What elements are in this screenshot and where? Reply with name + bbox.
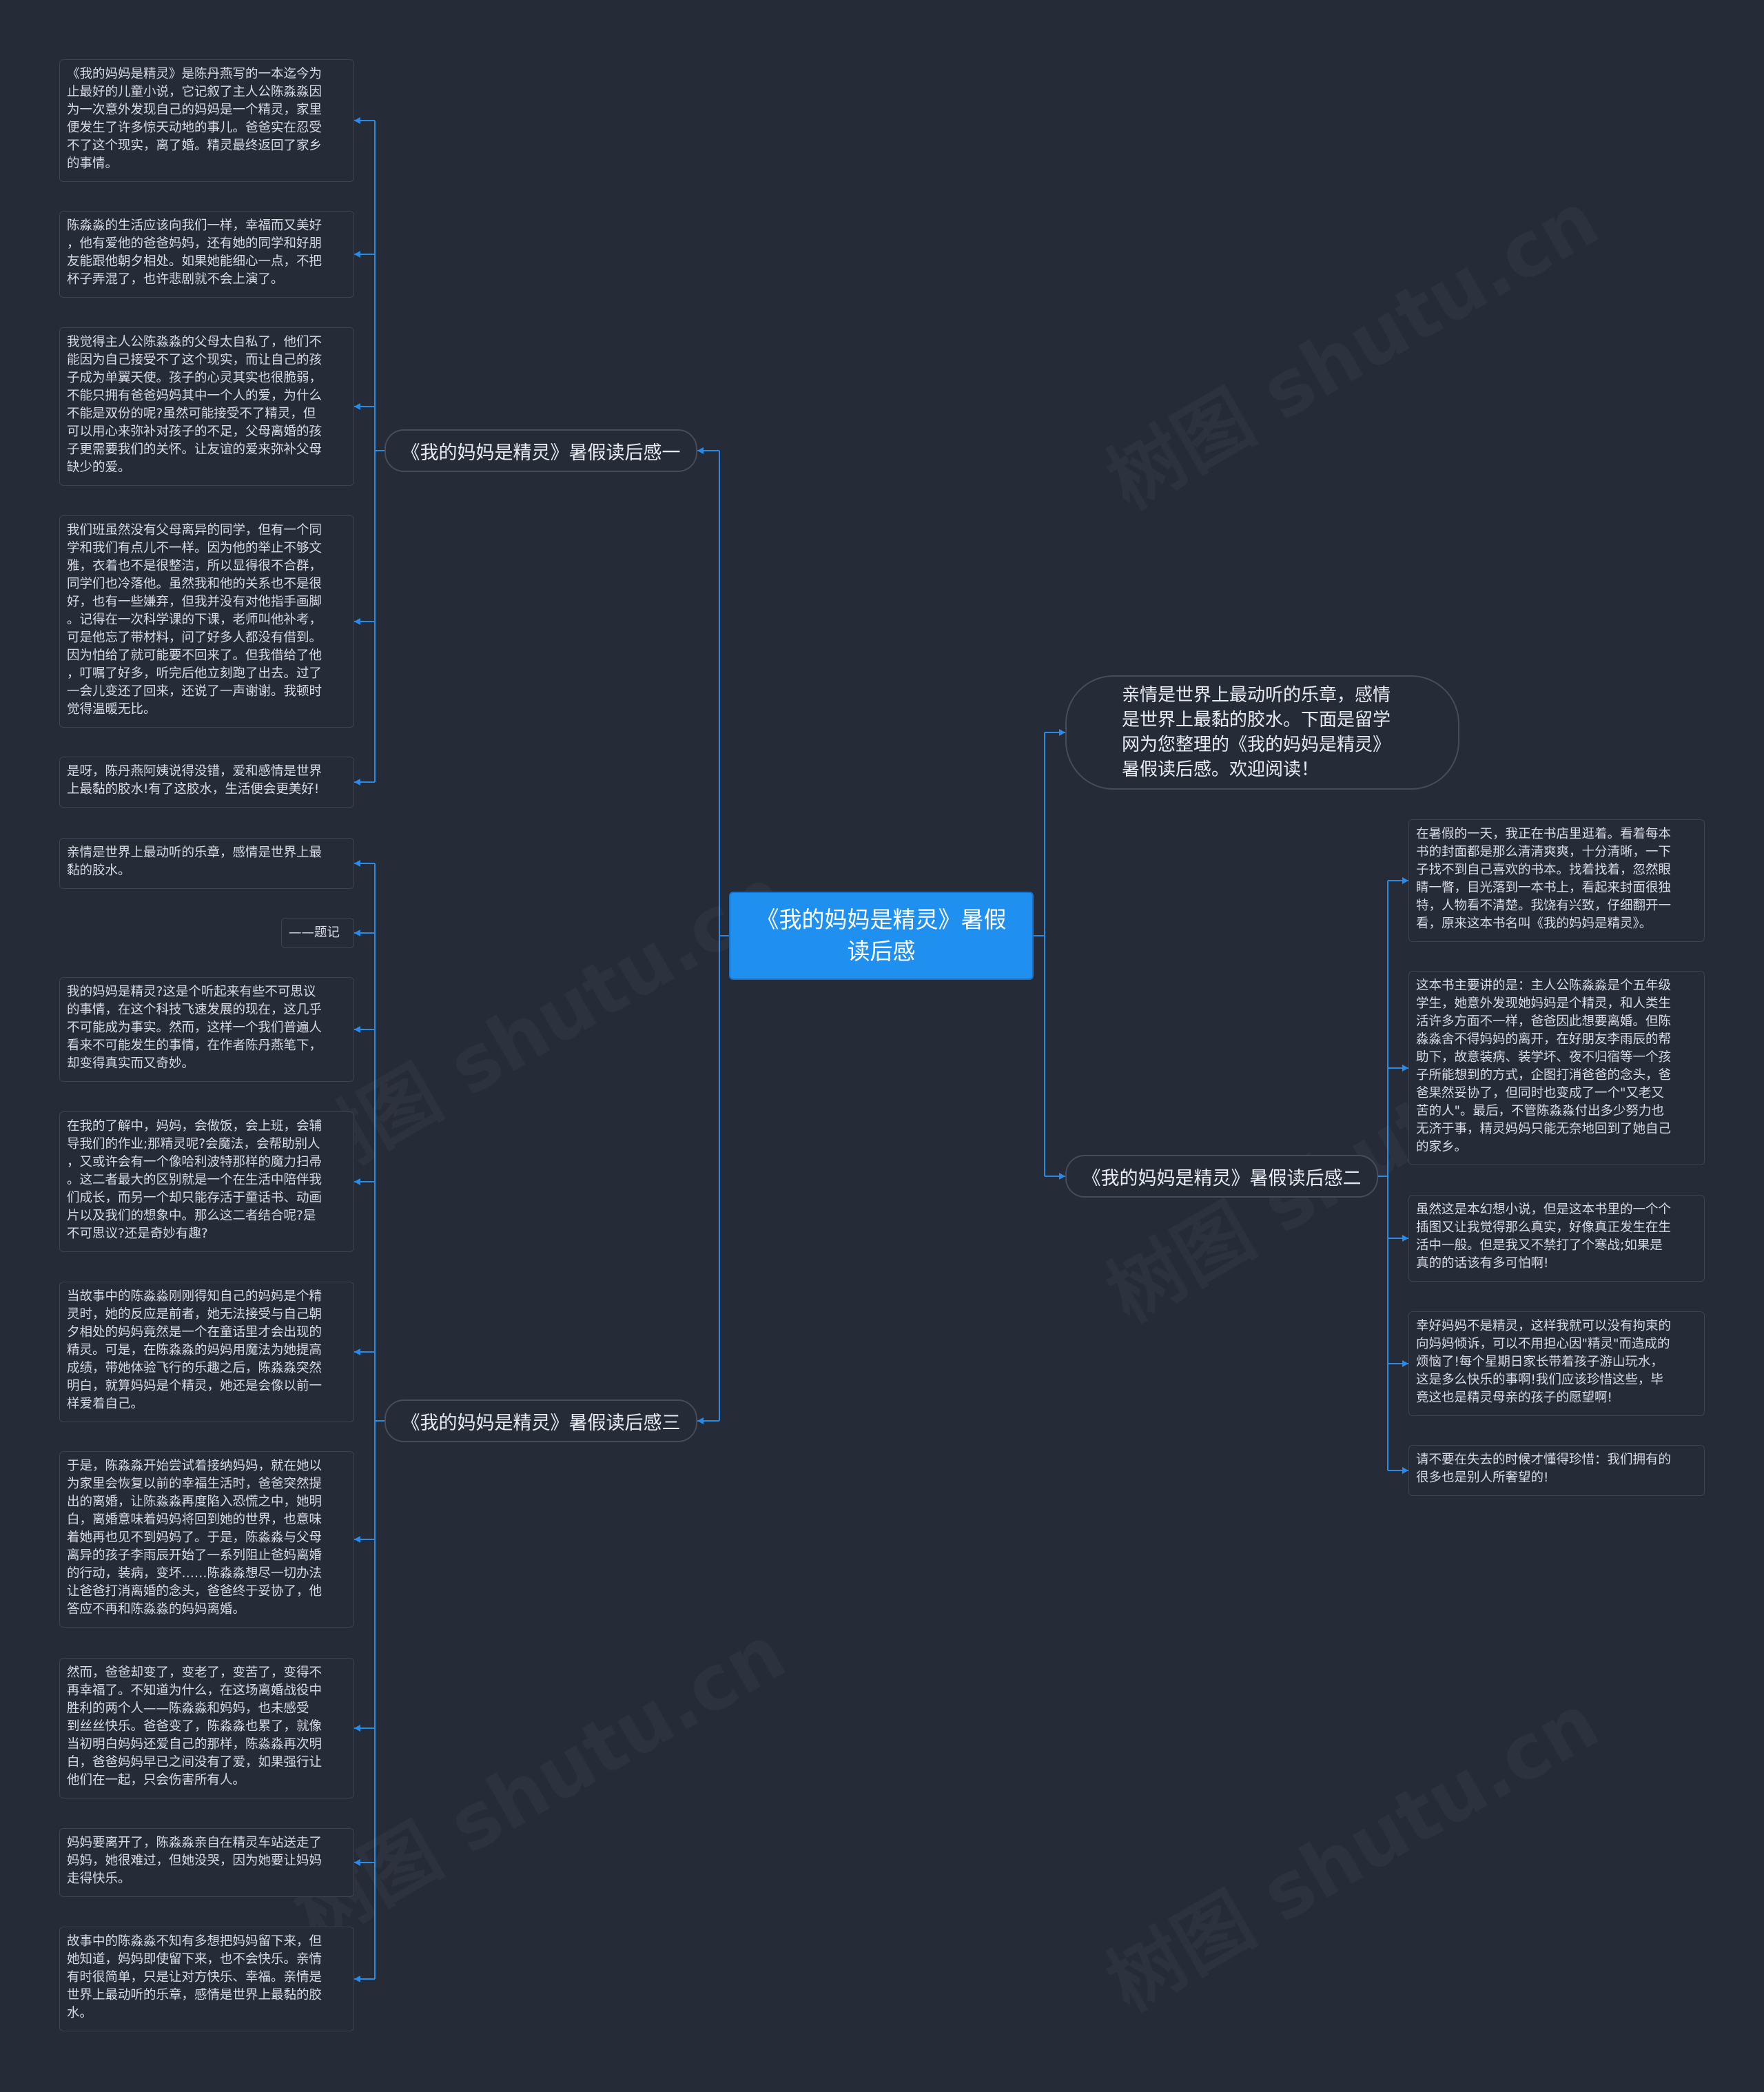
leaf-2-1[interactable]: 在暑假的一天，我正在书店里逛着。看着每本 书的封面都是那么清清爽爽，十分清晰，一… xyxy=(1408,819,1705,942)
connector-arrow xyxy=(354,618,360,625)
connector-arrow xyxy=(354,930,360,936)
leaf-3-7[interactable]: 然而，爸爸却变了，变老了，变苦了，变得不 再幸福了。不知道为什么，在这场离婚战役… xyxy=(59,1658,354,1798)
branch-node-2[interactable]: 《我的妈妈是精灵》暑假读后感二 xyxy=(1065,1155,1378,1198)
connector-arrow xyxy=(1402,877,1408,884)
connector-arrow xyxy=(354,1026,360,1033)
leaf-1-2[interactable]: 陈淼淼的生活应该向我们一样，幸福而又美好 ，他有爱他的爸爸妈妈，还有她的同学和好… xyxy=(59,211,354,298)
connector-arrow xyxy=(354,1725,360,1732)
connector-arrow xyxy=(1402,1235,1408,1242)
connector-arrow xyxy=(1059,1173,1065,1180)
connector-arrow xyxy=(1402,1360,1408,1367)
leaf-2-2[interactable]: 这本书主要讲的是：主人公陈淼淼是个五年级 学生，她意外发现她妈妈是个精灵，和人类… xyxy=(1408,971,1705,1165)
connector-arrow xyxy=(1402,1467,1408,1474)
leaf-2-3[interactable]: 虽然这是本幻想小说，但是这本书里的一个个 插图又让我觉得那么真实，好像真正发生在… xyxy=(1408,1195,1705,1282)
leaf-1-1[interactable]: 《我的妈妈是精灵》是陈丹燕写的一本迄今为 止最好的儿童小说，它记叙了主人公陈淼淼… xyxy=(59,59,354,182)
connector-arrow xyxy=(354,1178,360,1185)
leaf-1-4[interactable]: 我们班虽然没有父母离异的同学，但有一个同 学和我们有点儿不一样。因为他的举止不够… xyxy=(59,515,354,728)
connector-arrow xyxy=(354,1348,360,1355)
leaf-2-4[interactable]: 幸好妈妈不是精灵，这样我就可以没有拘束的 向妈妈倾诉，可以不用担心因"精灵"而造… xyxy=(1408,1311,1705,1416)
connector-arrow xyxy=(1059,729,1065,736)
root-topic[interactable]: 《我的妈妈是精灵》暑假 读后感 xyxy=(729,892,1034,980)
connector-arrow xyxy=(697,447,704,454)
connector-arrow xyxy=(354,403,360,410)
leaf-3-1[interactable]: 亲情是世界上最动听的乐章，感情是世界上最 黏的胶水。 xyxy=(59,838,354,889)
leaf-3-2[interactable]: ——题记 xyxy=(281,918,354,948)
connector-arrow xyxy=(354,860,360,867)
leaf-3-5[interactable]: 当故事中的陈淼淼刚刚得知自己的妈妈是个精 灵时，她的反应是前者，她无法接受与自己… xyxy=(59,1282,354,1422)
leaf-3-8[interactable]: 妈妈要离开了，陈淼淼亲自在精灵车站送走了 妈妈，她很难过，但她没哭，因为她要让妈… xyxy=(59,1828,354,1897)
leaf-3-9[interactable]: 故事中的陈淼淼不知有多想把妈妈留下来，但 她知道，妈妈即使留下来，也不会快乐。亲… xyxy=(59,1927,354,2031)
connector-arrow xyxy=(697,1417,704,1424)
connector-arrow xyxy=(354,1536,360,1543)
connector-arrow xyxy=(354,1976,360,1982)
leaf-1-5[interactable]: 是呀，陈丹燕阿姨说得没错，爱和感情是世界 上最黏的胶水!有了这胶水，生活便会更美… xyxy=(59,757,354,808)
connector-arrow xyxy=(354,251,360,258)
branch-node-3[interactable]: 《我的妈妈是精灵》暑假读后感三 xyxy=(384,1399,697,1442)
connector-arrow xyxy=(1402,1065,1408,1071)
branch-node-1[interactable]: 《我的妈妈是精灵》暑假读后感一 xyxy=(384,429,697,472)
intro-node[interactable]: 亲情是世界上最动听的乐章，感情 是世界上最黏的胶水。下面是留学 网为您整理的《我… xyxy=(1065,675,1459,790)
connector-arrow xyxy=(354,1859,360,1866)
connector-arrow xyxy=(354,117,360,124)
leaf-3-3[interactable]: 我的妈妈是精灵?这是个听起来有些不可思议 的事情，在这个科技飞速发展的现在，这几… xyxy=(59,977,354,1082)
leaf-1-3[interactable]: 我觉得主人公陈淼淼的父母太自私了，他们不 能因为自己接受不了这个现实，而让自己的… xyxy=(59,327,354,486)
connector-arrow xyxy=(354,779,360,786)
leaf-3-6[interactable]: 于是，陈淼淼开始尝试着接纳妈妈，就在她以 为家里会恢复以前的幸福生活时，爸爸突然… xyxy=(59,1451,354,1628)
leaf-3-4[interactable]: 在我的了解中，妈妈，会做饭，会上班，会辅 导我们的作业;那精灵呢?会魔法，会帮助… xyxy=(59,1111,354,1252)
leaf-2-5[interactable]: 请不要在失去的时候才懂得珍惜：我们拥有的 很多也是别人所奢望的! xyxy=(1408,1445,1705,1496)
